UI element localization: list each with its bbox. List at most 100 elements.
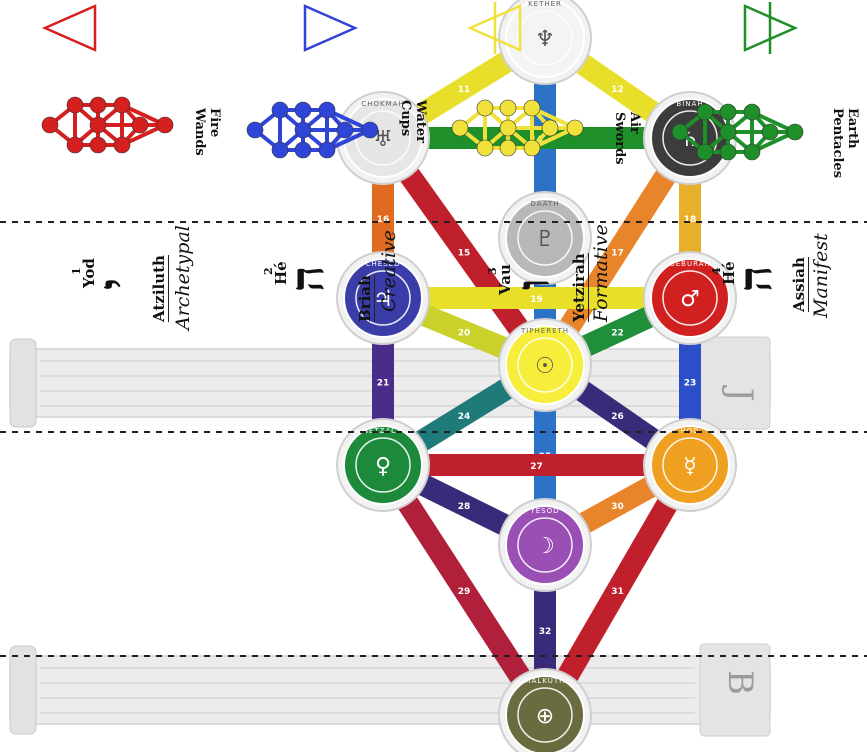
sephirah-netzach-name: NETZACH bbox=[363, 427, 404, 435]
sephirah-geburah-inner bbox=[662, 270, 718, 326]
mini-trees-layer bbox=[41, 96, 804, 161]
path-label-26: 26 bbox=[611, 412, 624, 422]
mini-tree-3 bbox=[451, 99, 584, 157]
triangle-earth-icon bbox=[743, 2, 799, 54]
mini-tree-2-node bbox=[318, 101, 336, 119]
sephirah-daath: ♇DAATH bbox=[498, 191, 592, 285]
mini-tree-4-node bbox=[743, 103, 761, 121]
mini-tree-4-node bbox=[743, 143, 761, 161]
world-1-name: Atziluth bbox=[150, 255, 169, 322]
pillar-mercy-letter: J bbox=[720, 388, 760, 402]
sephirah-daath-inner bbox=[517, 210, 573, 266]
world-3-element-name: Air bbox=[627, 112, 642, 134]
path-label-19: 19 bbox=[530, 295, 543, 305]
world-3-suit: Swords bbox=[612, 112, 627, 165]
sephirah-kether-inner bbox=[517, 10, 573, 66]
sephirah-tiphereth: ☉TIPHERETH bbox=[498, 318, 592, 412]
world-2-suit: Cups bbox=[398, 100, 413, 137]
mini-tree-1-node bbox=[113, 136, 131, 154]
mini-tree-4 bbox=[671, 103, 804, 161]
element-triangles-layer bbox=[41, 2, 799, 54]
sephirah-yesod-name: YESOD bbox=[529, 507, 559, 515]
sephirah-netzach: ♀ NETZACH bbox=[336, 418, 430, 512]
world-1-description: Archetypal bbox=[172, 225, 194, 330]
path-label-29: 29 bbox=[458, 587, 471, 597]
mini-tree-1-node bbox=[41, 116, 59, 134]
world-2-description: Creative bbox=[378, 230, 400, 312]
mini-tree-4-node bbox=[719, 123, 737, 141]
mini-tree-3-node bbox=[566, 119, 584, 137]
mini-tree-3-node bbox=[499, 119, 517, 137]
path-31 bbox=[535, 459, 700, 721]
sephirah-hod: ☿HOD bbox=[643, 418, 737, 512]
path-label-22: 22 bbox=[611, 329, 624, 339]
mini-tree-2-node bbox=[294, 121, 312, 139]
triangle-water-icon bbox=[303, 4, 359, 52]
sephirah-daath-symbol: ♇ bbox=[535, 227, 555, 252]
sephirah-chesed-name: CHESED bbox=[366, 260, 401, 268]
world-4-name: Assiah bbox=[790, 257, 809, 312]
world-4-description: Manifest bbox=[810, 233, 832, 318]
sephirah-malkuth-name: MALKUTH bbox=[525, 677, 566, 685]
mini-tree-3-node bbox=[476, 99, 494, 117]
path-label-17: 17 bbox=[611, 249, 624, 259]
sephirah-chokmah-name: CHOKMAH bbox=[361, 100, 404, 108]
path-label-12: 12 bbox=[611, 85, 624, 95]
mini-tree-2-node bbox=[246, 121, 264, 139]
sephirah-malkuth: ⊕ MALKUTH bbox=[498, 668, 592, 756]
mini-tree-1-node bbox=[131, 116, 149, 134]
mini-tree-1-node bbox=[66, 136, 84, 154]
path-label-31: 31 bbox=[611, 587, 624, 597]
sephirah-yesod-inner bbox=[517, 517, 573, 573]
pillar-mercy-base bbox=[699, 336, 771, 430]
world-1-suit: Wands bbox=[192, 108, 207, 156]
mini-tree-1-node bbox=[89, 116, 107, 134]
path-label-23: 23 bbox=[684, 379, 697, 389]
triangle-air-icon bbox=[466, 2, 522, 54]
mini-tree-1-node bbox=[156, 116, 174, 134]
world-3-name: Yetzirah bbox=[570, 253, 589, 322]
path-label-21: 21 bbox=[377, 379, 390, 389]
sephirah-hod-inner bbox=[662, 437, 718, 493]
world-2-element-name: Water bbox=[413, 100, 428, 144]
mini-tree-2-node bbox=[361, 121, 379, 139]
path-label-28: 28 bbox=[458, 502, 471, 512]
mini-tree-2-node bbox=[271, 101, 289, 119]
path-label-16: 16 bbox=[377, 215, 390, 225]
mini-tree-2-node bbox=[294, 141, 312, 159]
sephirah-hod-symbol: ☿ bbox=[683, 454, 697, 479]
mini-tree-4-node bbox=[671, 123, 689, 141]
triangle-fire-icon bbox=[41, 4, 97, 52]
mini-tree-3-node bbox=[523, 99, 541, 117]
sephirah-kether: ♆KETHER bbox=[498, 0, 592, 85]
sephirah-chesed-inner bbox=[355, 270, 411, 326]
world-1-element: Fire Wands bbox=[192, 108, 222, 156]
mini-tree-3-node bbox=[523, 139, 541, 157]
world-4-suit: Pentacles bbox=[830, 108, 845, 179]
sephirah-yesod: ☽YESOD bbox=[498, 498, 592, 592]
sephirah-chesed-symbol: ♃ bbox=[373, 287, 393, 312]
world-dividers bbox=[0, 221, 867, 657]
sephirah-malkuth-symbol: ⊕ bbox=[536, 704, 554, 729]
mini-tree-3-node bbox=[451, 119, 469, 137]
world-1-hebrew: י bbox=[88, 277, 142, 290]
mini-tree-1 bbox=[41, 96, 174, 154]
world-1-element-name: Fire bbox=[207, 108, 222, 138]
world-2-hebrew: ה bbox=[280, 265, 334, 292]
world-4-element: Earth Pentacles bbox=[830, 108, 860, 178]
path-29 bbox=[373, 459, 555, 721]
sephirah-netzach-symbol: ♀ bbox=[375, 454, 391, 479]
mini-tree-4-node bbox=[719, 143, 737, 161]
world-3-element: Air Swords bbox=[612, 112, 642, 165]
path-label-18: 18 bbox=[684, 215, 697, 225]
mini-tree-2-node bbox=[336, 121, 354, 139]
mini-tree-1-node bbox=[89, 136, 107, 154]
mini-tree-2 bbox=[246, 101, 379, 159]
world-3-description: Formative bbox=[590, 224, 612, 322]
path-label-27: 27 bbox=[530, 462, 543, 472]
mini-tree-3-node bbox=[541, 119, 559, 137]
sephirah-kether-symbol: ♆ bbox=[535, 27, 555, 52]
pillar-severity-letter: B bbox=[720, 670, 760, 695]
world-2-element: Water Cups bbox=[398, 100, 428, 143]
